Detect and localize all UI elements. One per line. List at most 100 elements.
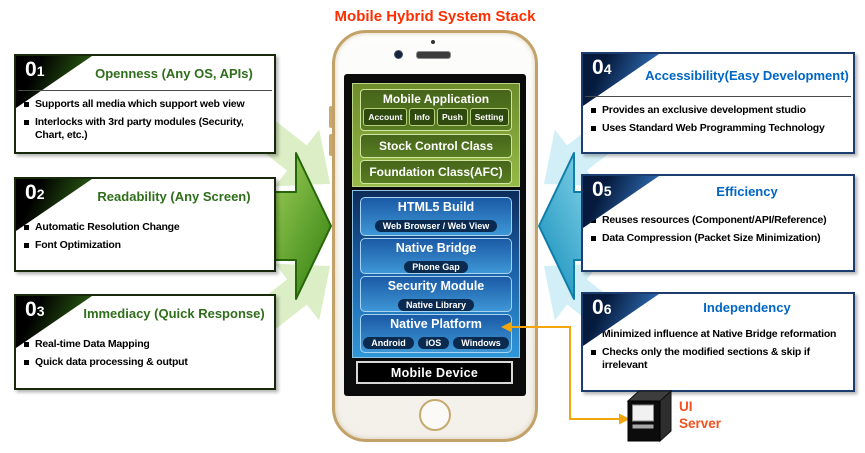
square-bullet-icon [591,125,596,131]
bullet-item: Interlocks with 3rd party modules (Secur… [24,116,270,143]
number-main: 0 [592,178,604,201]
security-module-box: Security Module Native Library [360,276,512,312]
square-bullet-icon [591,235,596,241]
feature-box-02: Readability (Any Screen) 02 Automatic Re… [14,177,276,272]
feature-number: 02 [25,181,44,206]
foundation-class-box: Foundation Class(AFC) [360,160,512,184]
bullet-text: Provides an exclusive development studio [602,104,806,116]
bullet-text: Quick data processing & output [35,355,188,368]
square-bullet-icon [591,349,596,355]
feature-box-05: Efficiency 05 Reuses resources (Componen… [581,174,855,272]
bullet-item: Quick data processing & output [24,356,270,370]
module-pill: Setting [469,108,509,126]
html5-build-box: HTML5 Build Web Browser / Web View [360,197,512,236]
stock-control-class-box: Stock Control Class [360,134,512,158]
number-sub: 3 [36,303,45,319]
feature-heading: Efficiency [716,183,778,199]
feature-bullets: Provides an exclusive development studio… [583,96,853,142]
bullet-item: Data Compression (Packet Size Minimizati… [591,232,849,246]
feature-bullets: Reuses resources (Component/API/Referenc… [583,206,853,252]
feature-box-04: Accessibility(Easy Development) 04 Provi… [581,52,855,154]
layer-sub-pill: Phone Gap [404,261,468,273]
bullet-text: Supports all media which support web vie… [35,98,245,110]
layer-title: Security Module [387,279,485,293]
arrowhead-right-icon [619,413,630,425]
bullet-text: Automatic Resolution Change [35,221,180,233]
feature-box-01: Openness (Any OS, APIs) 01 Supports all … [14,54,276,154]
front-camera-icon [394,50,403,59]
number-sub: 2 [36,186,45,202]
bullet-item: Supports all media which support web vie… [24,98,270,112]
bullet-item: Font Optimization [24,239,270,253]
number-main: 0 [592,296,604,319]
feature-bullets: Real-time Data Mapping Quick data proces… [16,330,274,376]
number-sub: 5 [603,183,612,199]
feature-heading: Readability (Any Screen) [97,188,251,204]
volume-down-button [329,134,333,156]
number-main: 0 [25,181,37,204]
feature-bullets: Supports all media which support web vie… [16,90,274,150]
layer-sub-pill: Native Library [397,299,475,311]
server-label: UI Server [679,398,721,432]
square-bullet-icon [24,102,29,107]
platform-pill: iOS [417,337,450,349]
bullet-item: Provides an exclusive development studio [591,104,849,118]
feature-heading: Immediacy (Quick Response) [83,305,265,321]
number-main: 0 [25,58,37,81]
feature-number: 01 [25,58,44,83]
number-sub: 4 [603,61,612,77]
bullet-text: Checks only the modified sections & skip… [602,345,810,372]
volume-up-button [329,106,333,128]
bullet-item: Automatic Resolution Change [24,221,270,235]
bullet-text: Interlocks with 3rd party modules (Secur… [35,115,244,142]
feature-number: 06 [592,296,611,321]
bullet-item: Uses Standard Web Programming Technology [591,122,849,136]
square-bullet-icon [24,225,29,230]
platform-pill: Windows [453,337,509,349]
layer-title: Native Platform [390,317,482,331]
mobile-device-label: Mobile Device [356,361,513,384]
module-pill: Info [409,108,435,126]
layer-title: Mobile Application [382,92,490,106]
square-bullet-icon [24,242,29,248]
feature-number: 03 [25,298,44,323]
bullet-text: Uses Standard Web Programming Technology [602,121,825,134]
server-label-line1: UI [679,399,693,414]
bullet-text: Minimized influence at Native Bridge ref… [602,328,837,340]
feature-number: 04 [592,56,611,81]
bullet-item: Checks only the modified sections & skip… [591,346,849,373]
feature-heading: Accessibility(Easy Development) [645,67,849,83]
layer-title: Native Bridge [395,241,477,255]
feature-bullets: Automatic Resolution Change Font Optimiz… [16,213,274,259]
bullet-text: Reuses resources (Component/API/Referenc… [602,214,827,226]
number-sub: 6 [603,301,612,317]
proximity-sensor-icon [431,40,435,44]
bullet-item: Minimized influence at Native Bridge ref… [591,328,849,342]
bullet-item: Real-time Data Mapping [24,338,270,352]
feature-bullets: Minimized influence at Native Bridge ref… [583,320,853,380]
feature-box-03: Immediacy (Quick Response) 03 Real-time … [14,294,276,390]
square-bullet-icon [24,342,29,347]
number-main: 0 [592,56,604,79]
number-sub: 1 [36,63,45,79]
module-pill: Account [363,108,408,126]
server-label-line2: Server [679,416,722,431]
layer-sub-pill: Web Browser / Web View [374,220,498,232]
platform-pill: Android [363,337,414,349]
layer-title: HTML5 Build [397,200,475,214]
square-bullet-icon [591,108,596,113]
square-bullet-icon [24,119,29,125]
bullet-item: Reuses resources (Component/API/Referenc… [591,214,849,228]
module-pill: Push [436,108,468,126]
hybrid-layer-panel: HTML5 Build Web Browser / Web View Nativ… [352,190,520,358]
home-button [419,399,451,431]
bullet-text: Data Compression (Packet Size Minimizati… [602,231,821,244]
number-main: 0 [25,298,37,321]
bullet-text: Font Optimization [35,238,121,251]
bullet-text: Real-time Data Mapping [35,338,150,350]
